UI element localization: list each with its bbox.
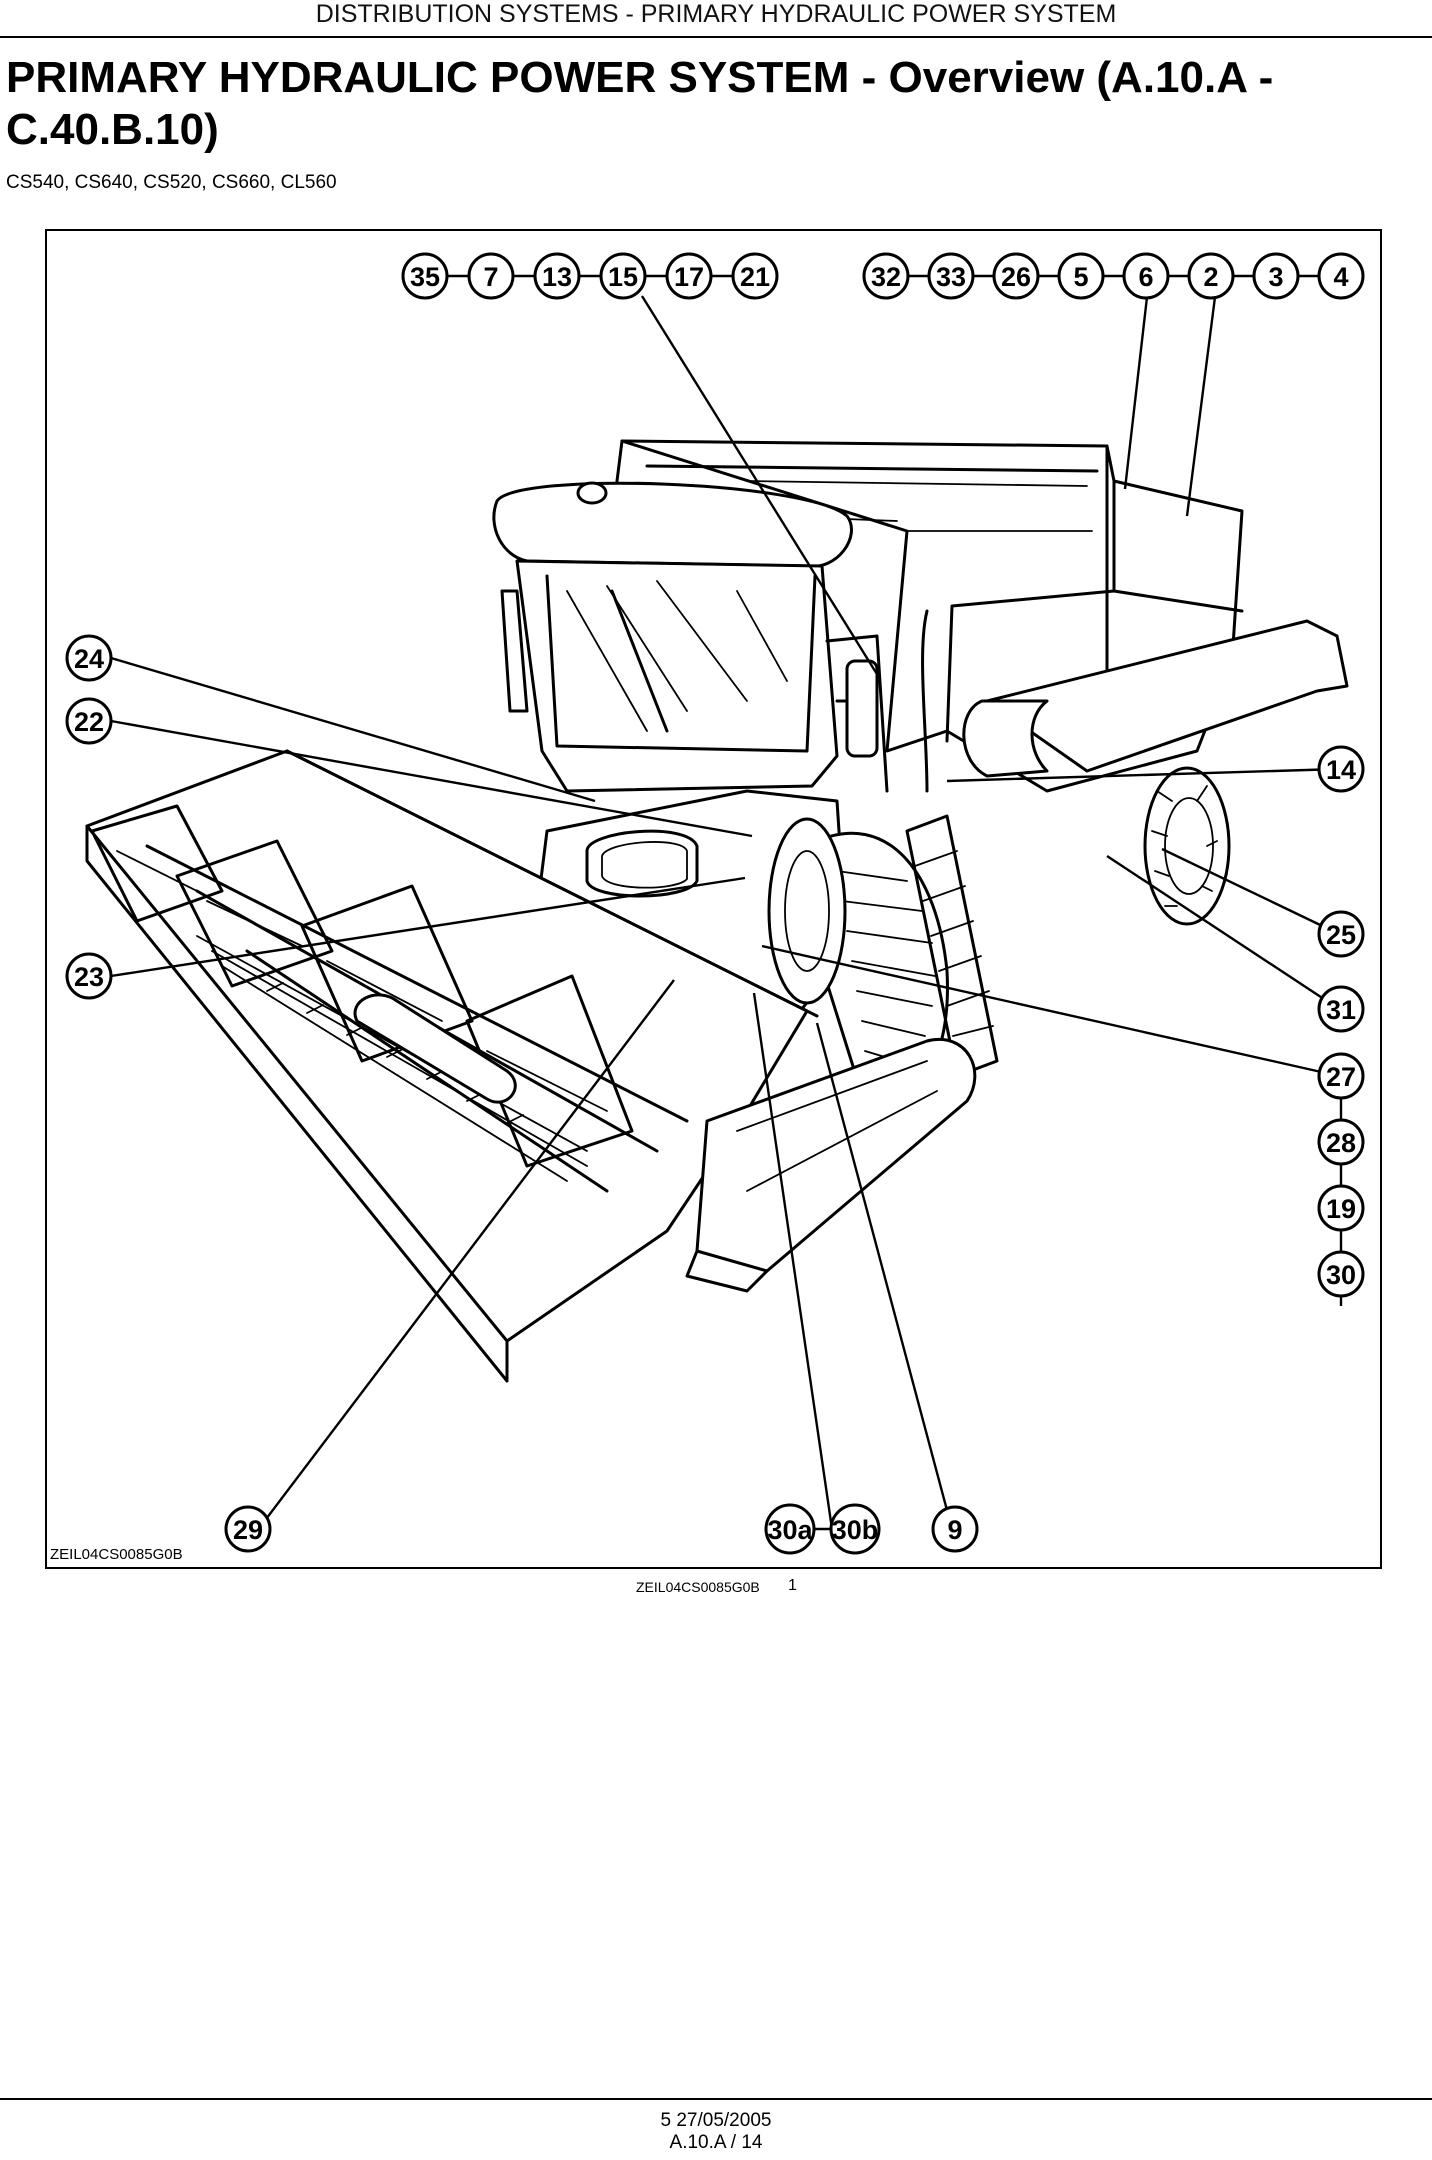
svg-text:21: 21: [740, 262, 770, 292]
callout-22: 22: [65, 697, 113, 745]
leader-27: [761, 944, 1340, 1078]
callout-6: 6: [1122, 252, 1170, 300]
leader-29: [256, 979, 675, 1532]
callout-21: 21: [731, 252, 779, 300]
callout-17: 17: [665, 252, 713, 300]
combine-drawing: [85, 439, 1349, 1383]
model-list: CS540, CS640, CS520, CS660, CL560: [6, 172, 337, 193]
leader-24: [110, 656, 596, 803]
svg-text:28: 28: [1326, 1128, 1356, 1158]
callout-15: 15: [599, 252, 647, 300]
callout-9: 9: [931, 1505, 979, 1553]
callout-5: 5: [1057, 252, 1105, 300]
callout-2: 2: [1187, 252, 1235, 300]
callout-35: 35: [401, 252, 449, 300]
running-header: DISTRIBUTION SYSTEMS - PRIMARY HYDRAULIC…: [315, 0, 1117, 28]
callout-25: 25: [1317, 910, 1365, 958]
svg-text:30a: 30a: [767, 1515, 813, 1545]
callout-13: 13: [533, 252, 581, 300]
header-rule: [0, 36, 1432, 38]
svg-text:19: 19: [1326, 1194, 1356, 1224]
svg-text:24: 24: [74, 644, 104, 674]
svg-text:26: 26: [1001, 262, 1031, 292]
leader-2: [1185, 296, 1217, 517]
footer-page-ref: A.10.A / 14: [669, 2132, 763, 2153]
callout-31: 31: [1317, 985, 1365, 1033]
svg-text:35: 35: [410, 262, 440, 292]
svg-text:22: 22: [74, 707, 104, 737]
combine-harvester-illustration: 35 7 13 15 17 21 32 33 26 5 6 2 3 4 24 2…: [65, 252, 1365, 1555]
svg-text:9: 9: [947, 1515, 962, 1545]
callout-28: 28: [1317, 1118, 1365, 1166]
callout-14: 14: [1317, 745, 1365, 793]
svg-text:30: 30: [1326, 1260, 1356, 1290]
leader-14: [946, 767, 1340, 783]
figure-caption-code: ZEIL04CS0085G0B: [636, 1579, 760, 1595]
svg-text:31: 31: [1326, 995, 1356, 1025]
svg-text:6: 6: [1138, 262, 1153, 292]
callout-19: 19: [1317, 1184, 1365, 1232]
svg-text:32: 32: [871, 262, 901, 292]
figure-number: 1: [788, 1577, 797, 1594]
figure-frame: 35 7 13 15 17 21 32 33 26 5 6 2 3 4 24 2…: [45, 229, 1382, 1569]
svg-text:33: 33: [936, 262, 966, 292]
svg-text:30b: 30b: [832, 1515, 879, 1545]
svg-text:17: 17: [674, 262, 704, 292]
footer-date: 5 27/05/2005: [660, 2110, 772, 2131]
svg-text:2: 2: [1203, 262, 1218, 292]
figure-code: ZEIL04CS0085G0B: [50, 1546, 183, 1563]
svg-text:13: 13: [542, 262, 572, 292]
callout-3: 3: [1252, 252, 1300, 300]
svg-text:14: 14: [1326, 755, 1356, 785]
svg-text:3: 3: [1268, 262, 1283, 292]
leader-23: [110, 876, 746, 978]
svg-text:7: 7: [483, 262, 498, 292]
callout-27: 27: [1317, 1052, 1365, 1100]
leader-25: [1161, 847, 1340, 936]
leader-22: [110, 719, 753, 838]
callout-23: 23: [65, 952, 113, 1000]
svg-text:29: 29: [233, 1515, 263, 1545]
callout-32: 32: [862, 252, 910, 300]
svg-text:4: 4: [1333, 262, 1348, 292]
svg-text:27: 27: [1326, 1062, 1356, 1092]
page-title: PRIMARY HYDRAULIC POWER SYSTEM - Overvie…: [6, 53, 1274, 154]
svg-text:25: 25: [1326, 920, 1356, 950]
callout-7: 7: [467, 252, 515, 300]
footer-rule: [0, 2098, 1432, 2100]
callout-24: 24: [65, 634, 113, 682]
callout-30: 30: [1317, 1250, 1365, 1298]
callout-30a: 30a: [764, 1503, 816, 1555]
svg-text:23: 23: [74, 962, 104, 992]
callout-4: 4: [1317, 252, 1365, 300]
svg-text:15: 15: [608, 262, 638, 292]
callout-26: 26: [992, 252, 1040, 300]
leader-30a-30b: [752, 992, 834, 1530]
leader-top-left-group: [640, 295, 882, 680]
callout-33: 33: [927, 252, 975, 300]
leader-9: [815, 1022, 954, 1530]
callout-29: 29: [224, 1505, 272, 1553]
callout-30b: 30b: [829, 1503, 881, 1555]
leader-6: [1123, 296, 1149, 490]
leader-lines: [110, 295, 1340, 1532]
svg-text:5: 5: [1073, 262, 1088, 292]
leader-31: [1106, 854, 1340, 1011]
